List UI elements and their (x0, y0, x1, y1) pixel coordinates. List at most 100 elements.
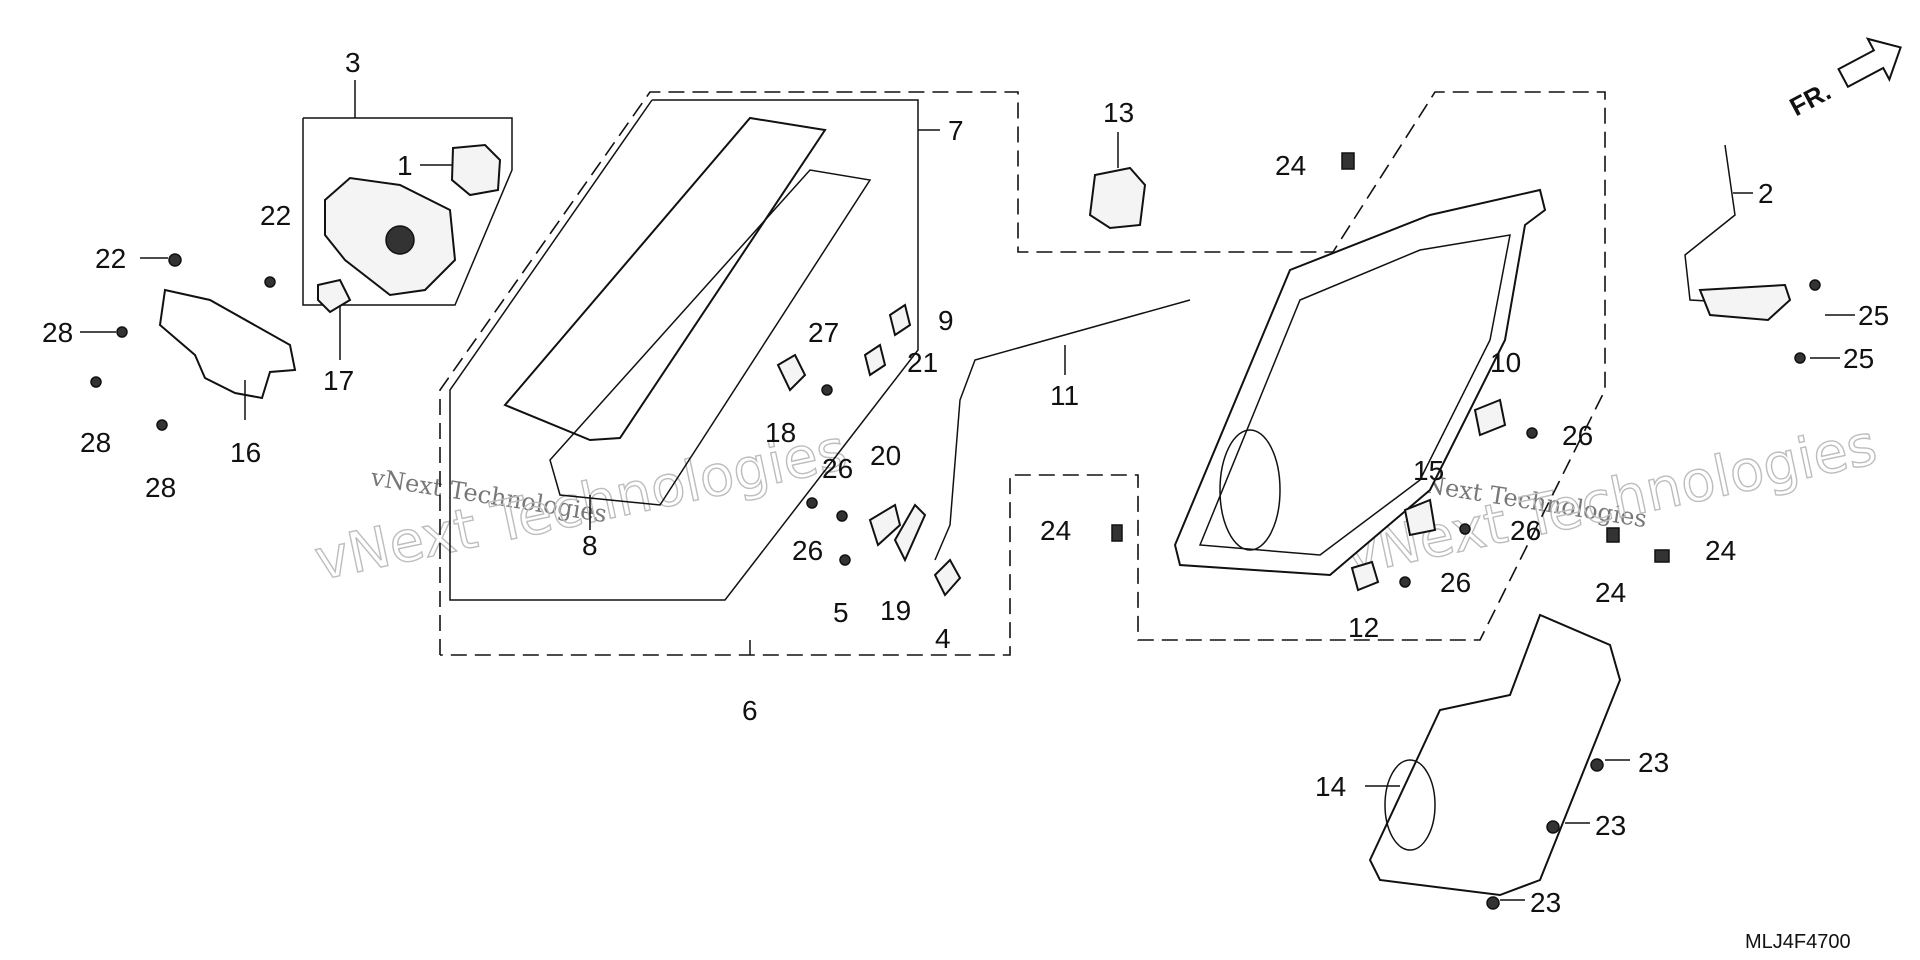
callout-2: 2 (1758, 178, 1774, 209)
callout-4: 4 (935, 623, 951, 654)
screw-icon (806, 497, 818, 509)
group-boxes (302, 91, 1606, 656)
direction-indicator: FR. (1785, 37, 1902, 122)
callout-24b: 24 (1040, 515, 1071, 546)
callout-23c: 23 (1530, 887, 1561, 918)
callout-28b: 28 (80, 427, 111, 458)
part-4 (933, 558, 962, 597)
callout-labels: 1 2 3 4 5 6 7 8 9 10 11 12 13 14 15 16 1… (42, 47, 1889, 918)
callout-5: 5 (833, 597, 849, 628)
callout-18: 18 (765, 417, 796, 448)
callout-1: 1 (397, 150, 413, 181)
callout-21: 21 (907, 347, 938, 378)
callout-13: 13 (1103, 97, 1134, 128)
part-9 (888, 303, 912, 337)
cable-part (934, 299, 1191, 561)
actuator-assembly (324, 176, 457, 297)
bracket-part (158, 288, 297, 400)
screw-icon (836, 510, 848, 522)
diagram-code: MLJ4F4700 (1745, 931, 1851, 953)
lower-trim-part (1368, 613, 1622, 897)
callout-19: 19 (880, 595, 911, 626)
connector-part (450, 143, 502, 197)
callout-6: 6 (742, 695, 758, 726)
screw-icon (821, 384, 833, 396)
nut-icon (1590, 758, 1604, 772)
callout-25b: 25 (1843, 343, 1874, 374)
actuator-motor (385, 225, 415, 255)
direction-label: FR. (1785, 76, 1836, 122)
clip-icon (1341, 152, 1355, 170)
bolt-icon (168, 253, 182, 267)
front-arrow-icon (1837, 37, 1902, 89)
leader-lines (80, 80, 1855, 901)
callout-22a: 22 (95, 243, 126, 274)
callout-17: 17 (323, 365, 354, 396)
screw-icon (156, 419, 168, 431)
callout-14: 14 (1315, 771, 1346, 802)
bolt-icon (264, 276, 276, 288)
harness-bracket (1698, 283, 1792, 322)
callout-22b: 22 (260, 200, 291, 231)
screw-icon (90, 376, 102, 388)
screw-icon (1459, 523, 1471, 535)
part-20 (868, 503, 902, 547)
part-21 (863, 343, 887, 377)
clip-icon (1654, 549, 1670, 563)
glass-seal (549, 169, 872, 506)
callout-23a: 23 (1638, 747, 1669, 778)
callout-12: 12 (1348, 612, 1379, 643)
nut-icon (1546, 820, 1560, 834)
clip-icon (1606, 527, 1620, 543)
screw-icon (1399, 576, 1411, 588)
callout-15: 15 (1413, 455, 1444, 486)
clip-part (317, 278, 352, 314)
nut-icon (1486, 896, 1500, 910)
callout-28c: 28 (145, 472, 176, 503)
door-panel-pocket (1219, 429, 1281, 551)
clip-icon (1111, 524, 1123, 542)
plate-10 (1473, 398, 1507, 437)
screw-icon (839, 554, 851, 566)
screw-icon (116, 326, 128, 338)
callout-11: 11 (1050, 380, 1079, 411)
group-box-6 (439, 91, 1606, 656)
callout-26a: 26 (1562, 420, 1593, 451)
callout-27: 27 (808, 317, 839, 348)
part-12 (1350, 560, 1380, 592)
callout-26d: 26 (822, 453, 853, 484)
callout-20: 20 (870, 440, 901, 471)
callout-16: 16 (230, 437, 261, 468)
group-box-7 (449, 99, 919, 601)
door-panel-outer (1173, 188, 1547, 577)
callout-24d: 24 (1705, 535, 1736, 566)
watermark-group: vNext Technologies vNext Technologies vN… (309, 412, 1883, 594)
harness-part (1684, 144, 1781, 306)
callout-24c: 24 (1595, 577, 1626, 608)
screw-icon (1809, 279, 1821, 291)
door-panel (1173, 188, 1547, 577)
callout-23b: 23 (1595, 810, 1626, 841)
callout-26c: 26 (1440, 567, 1471, 598)
callout-8: 8 (582, 530, 598, 561)
hardware-group (90, 152, 1821, 910)
callout-24a: 24 (1275, 150, 1306, 181)
callout-26b: 26 (1510, 515, 1541, 546)
door-panel-inner (1198, 234, 1511, 556)
callout-26e: 26 (792, 535, 823, 566)
plate-15 (1403, 498, 1437, 537)
callout-10: 10 (1490, 347, 1521, 378)
part-19 (893, 503, 927, 563)
lower-trim-pocket (1384, 759, 1436, 851)
screw-icon (1794, 352, 1806, 364)
part-18 (776, 353, 807, 392)
switch-part (1088, 166, 1147, 230)
callout-3: 3 (345, 47, 361, 78)
callout-28a: 28 (42, 317, 73, 348)
glass-panel (503, 116, 827, 442)
group-box-3 (302, 117, 513, 306)
callout-7: 7 (948, 115, 964, 146)
screw-icon (1526, 427, 1538, 439)
callout-25a: 25 (1858, 300, 1889, 331)
